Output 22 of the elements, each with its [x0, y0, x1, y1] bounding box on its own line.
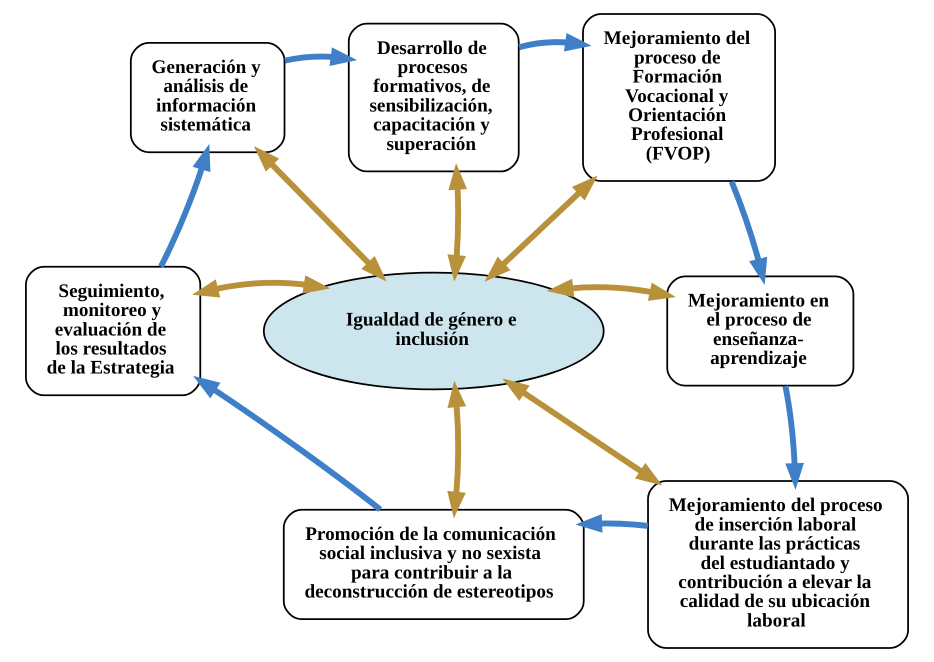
- arrow: [502, 378, 662, 486]
- node-box: Promoción de la comunicación social inclusiva y no sexista para contribuir a la deconstrucción de estereotipos: [282, 508, 585, 620]
- node-box: Mejoramiento del proceso de inserción laboral durante las prácticas del estudiantado y contribución a elevar la calidad de su ubicación laboral: [647, 480, 909, 649]
- arrow: [484, 175, 598, 282]
- arrow: [284, 47, 358, 66]
- arrow: [518, 32, 592, 52]
- arrow: [254, 146, 387, 282]
- arrow: [158, 144, 210, 268]
- arrow: [546, 278, 676, 301]
- node-box: Mejoramiento del proceso de Formación Vocacional y Orientación Profesional (FVOP): [582, 13, 776, 182]
- arrow: [728, 180, 768, 285]
- arrow: [575, 514, 648, 533]
- arrow: [447, 380, 466, 518]
- node-box: Generación y análisis de información sistemática: [130, 42, 286, 154]
- arrow: [192, 275, 330, 298]
- node-ellipse: Igualdad de género e inclusión: [262, 272, 605, 390]
- node-box: Desarrollo de procesos formativos, de sensibilización, capacitación y superación: [348, 22, 520, 172]
- node-box: Mejoramiento en el proceso de enseñanza-aprendizaje: [666, 275, 854, 387]
- arrow: [447, 163, 467, 282]
- arrow: [193, 376, 382, 512]
- node-box: Seguimiento, monitoreo y evaluación de los resultados de la Estrategia: [25, 266, 202, 396]
- arrow: [782, 385, 804, 490]
